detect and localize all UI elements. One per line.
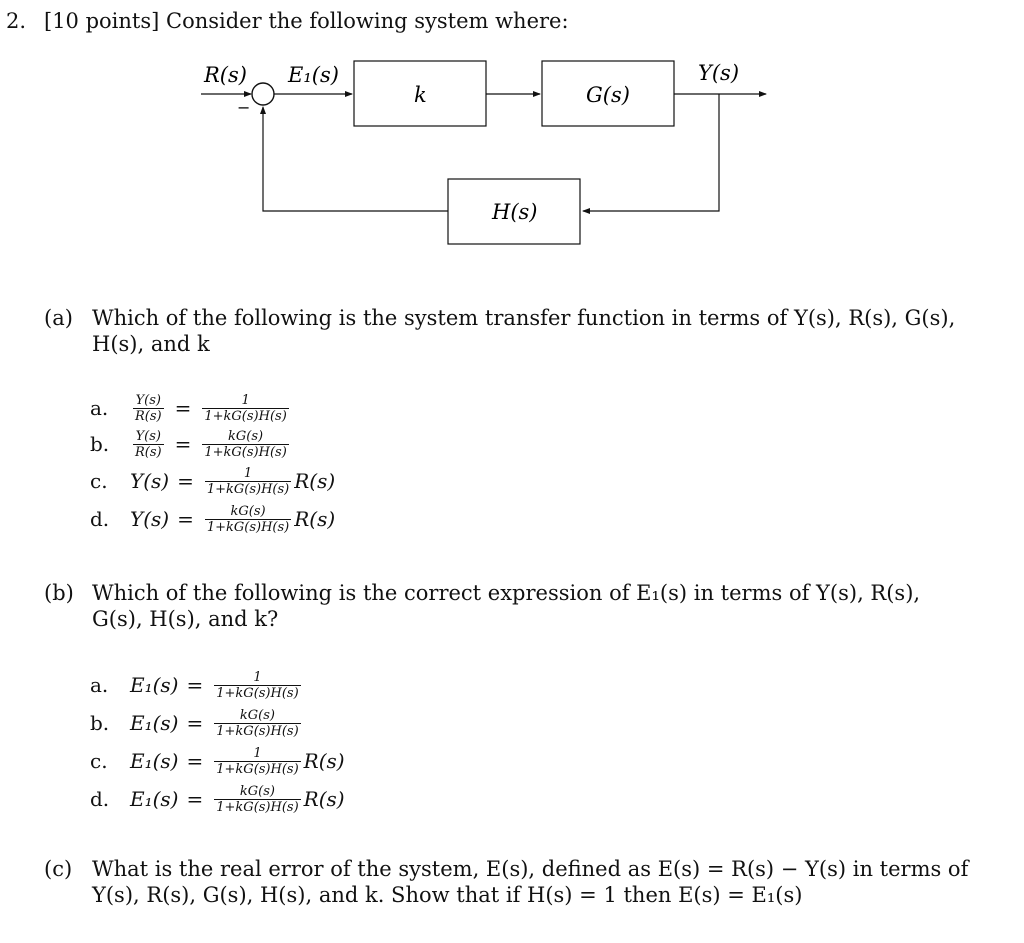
problem-number: 2. [6,9,27,33]
rhs-fraction: kG(s) 1+kG(s)H(s) [204,503,292,535]
part-b-option-d[interactable]: d. E₁(s) = kG(s) 1+kG(s)H(s) R(s) [90,780,345,818]
part-b-question: Which of the following is the correct ex… [92,581,921,631]
summing-junction [251,82,275,106]
numerator: 1 [243,465,253,481]
numerator: 1 [253,745,262,761]
feedback-label: H(s) [491,200,537,224]
lhs-numerator: Y(s) [135,392,161,408]
denominator: 1+kG(s)H(s) [214,722,301,739]
input-label: R(s) [203,63,247,87]
rhs-fraction: 1 1+kG(s)H(s) [214,669,301,701]
lhs-numerator: Y(s) [135,428,161,444]
part-b-options: a. E₁(s) = 1 1+kG(s)H(s) b. E₁(s) = kG(s… [90,666,345,818]
option-label: d. [90,507,110,531]
suffix: R(s) [303,787,345,811]
rhs-fraction: kG(s) 1+kG(s)H(s) [202,428,289,460]
lhs: E₁(s) [130,787,179,811]
part-a-option-d[interactable]: d. Y(s) = kG(s) 1+kG(s)H(s) R(s) [90,500,335,538]
denominator: 1+kG(s)H(s) [214,760,301,777]
suffix: R(s) [303,749,345,773]
numerator: kG(s) [228,428,264,444]
part-b-option-c[interactable]: c. E₁(s) = 1 1+kG(s)H(s) R(s) [90,742,345,780]
output-label: Y(s) [698,61,739,85]
lhs: E₁(s) [130,673,179,697]
option-label: d. [90,787,110,811]
option-label: b. [90,432,110,456]
block-diagram: R(s) E₁(s) k G(s) Y(s) H(s) − [201,60,767,245]
denominator: 1+kG(s)H(s) [202,407,289,424]
part-b-tag: (b) [44,581,74,605]
lhs: E₁(s) [130,749,179,773]
denominator: 1+kG(s)H(s) [202,443,289,460]
numerator: 1 [241,392,250,408]
lhs-denominator: R(s) [133,407,164,424]
feedback-path-right [582,94,720,214]
lhs-denominator: R(s) [133,443,164,460]
equals-sign: = [186,749,204,773]
rhs-fraction: kG(s) 1+kG(s)H(s) [214,707,301,739]
denominator: 1+kG(s)H(s) [204,518,292,535]
numerator: 1 [253,669,262,685]
numerator: kG(s) [239,707,275,723]
rhs-fraction: 1 1+kG(s)H(s) [204,465,292,497]
part-a-options: a. Y(s) R(s) = 1 1+kG(s)H(s) b. Y(s) R(s… [90,390,335,538]
part-b-option-b[interactable]: b. E₁(s) = kG(s) 1+kG(s)H(s) [90,704,345,742]
suffix: R(s) [294,469,336,493]
part-c-question: What is the real error of the system, E(… [92,857,969,907]
problem-header: [10 points] Consider the following syste… [44,9,569,33]
lhs: Y(s) [130,469,170,493]
feedback-path-left [260,106,448,212]
part-a-question: Which of the following is the system tra… [92,306,956,356]
lhs: E₁(s) [130,711,179,735]
plant-label: G(s) [586,83,630,107]
numerator: kG(s) [239,783,275,799]
part-a-tag: (a) [44,306,73,330]
denominator: 1+kG(s)H(s) [214,798,301,815]
part-a-option-b[interactable]: b. Y(s) R(s) = kG(s) 1+kG(s)H(s) [90,426,335,462]
rhs-fraction: 1 1+kG(s)H(s) [202,392,289,424]
rhs-fraction: kG(s) 1+kG(s)H(s) [214,783,301,815]
lhs-fraction: Y(s) R(s) [133,429,164,460]
minus-sign: − [237,98,250,117]
suffix: R(s) [294,507,336,531]
equals-sign: = [177,507,194,531]
option-label: b. [90,711,110,735]
part-a-option-a[interactable]: a. Y(s) R(s) = 1 1+kG(s)H(s) [90,390,335,426]
denominator: 1+kG(s)H(s) [204,480,292,497]
rhs-fraction: 1 1+kG(s)H(s) [214,745,301,777]
plant-block [541,60,675,127]
denominator: 1+kG(s)H(s) [214,684,301,701]
lhs: Y(s) [130,507,170,531]
equals-sign: = [177,469,194,493]
feedback-block [447,178,581,245]
option-label: a. [90,673,109,697]
error-label: E₁(s) [287,63,339,87]
option-label: c. [90,469,108,493]
lhs-fraction: Y(s) R(s) [133,393,164,424]
numerator: kG(s) [230,503,266,519]
option-label: c. [90,749,108,773]
equals-sign: = [186,673,204,697]
part-c-tag: (c) [44,857,73,881]
equals-sign: = [186,711,204,735]
part-a-option-c[interactable]: c. Y(s) = 1 1+kG(s)H(s) R(s) [90,462,335,500]
equals-sign: = [186,787,204,811]
part-b-option-a[interactable]: a. E₁(s) = 1 1+kG(s)H(s) [90,666,345,704]
option-label: a. [90,396,109,420]
equals-sign: = [174,432,192,456]
equals-sign: = [174,396,192,420]
gain-label: k [414,83,427,107]
